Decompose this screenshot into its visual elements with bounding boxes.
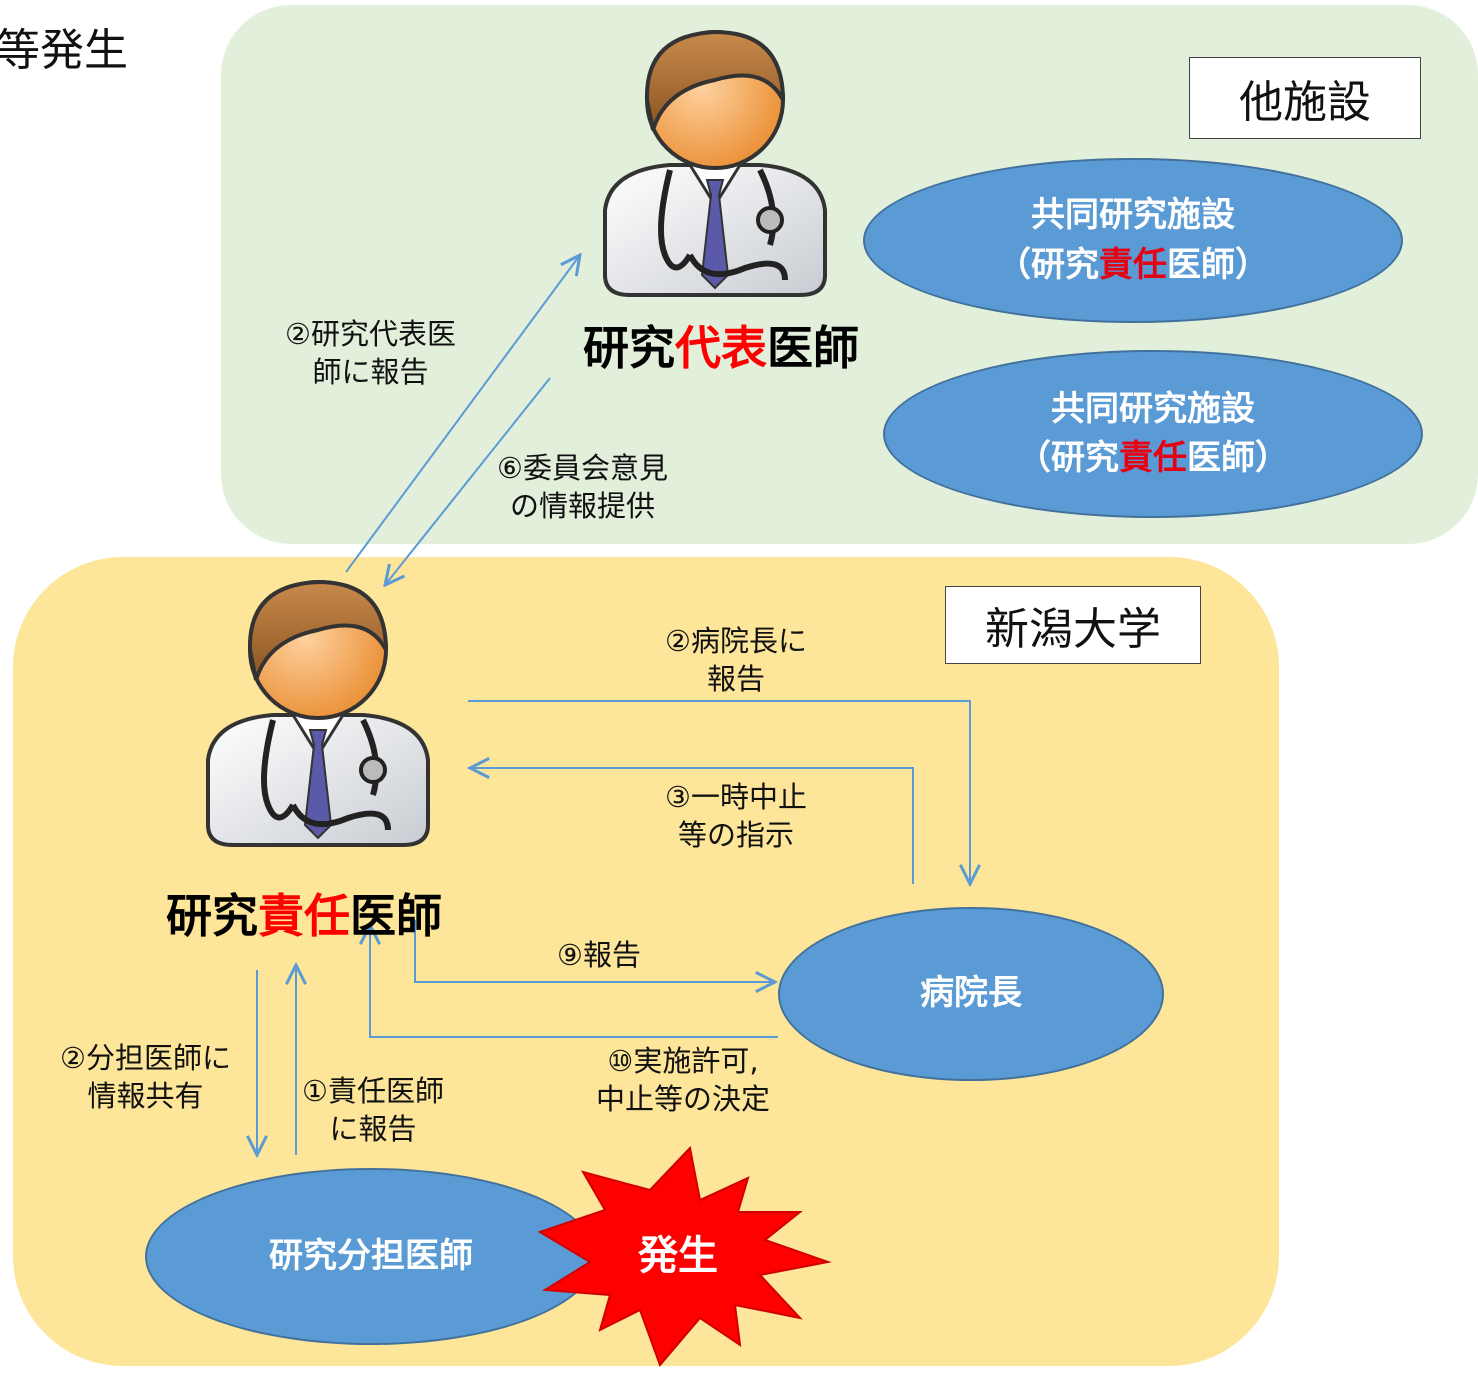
hospital-director-ellipse: 病院長	[778, 907, 1164, 1081]
occurrence-starburst-icon	[537, 1145, 832, 1367]
arrow-report-to-director	[468, 700, 970, 884]
occurrence-label: 発生	[638, 1233, 718, 1279]
arrow-suspend-instruction	[470, 768, 914, 884]
responsible-doctor-figure-icon	[206, 579, 430, 847]
sub-doctor-ellipse: 研究分担医師	[145, 1168, 597, 1345]
collab-facility-ellipse-2: 共同研究施設 （研究責任医師）	[883, 350, 1423, 518]
note-report-lead: ②研究代表医師に報告	[285, 317, 456, 389]
note-share-sub: ②分担医師に情報共有	[60, 1041, 231, 1113]
note-report-director: ②病院長に報告	[665, 624, 807, 696]
niigata-university-label: 新潟大学	[945, 586, 1201, 664]
collab-1-line1: 共同研究施設	[1031, 195, 1235, 236]
note-decision-10: ⑩実施許可,中止等の決定	[596, 1044, 771, 1116]
sub-doctor-label: 研究分担医師	[269, 1235, 473, 1276]
arrow-report-to-lead	[345, 255, 580, 573]
note-report-9: ⑨報告	[557, 938, 641, 972]
responsible-doctor-title: 研究責任医師	[166, 889, 442, 943]
note-committee-info: ⑥委員会意見の情報提供	[497, 451, 668, 523]
arrow-report-9	[414, 920, 775, 982]
collab-2-line1: 共同研究施設	[1051, 388, 1255, 429]
arrow-decision-10	[370, 925, 778, 1038]
niigata-university-label-text: 新潟大学	[985, 604, 1161, 655]
lead-doctor-title: 研究代表医師	[583, 321, 859, 375]
collab-facility-ellipse-1: 共同研究施設 （研究責任医師）	[863, 158, 1403, 323]
collab-2-line2: （研究責任医師）	[1017, 438, 1289, 478]
other-facility-label-text: 他施設	[1239, 77, 1371, 128]
other-facility-label: 他施設	[1189, 57, 1421, 139]
hospital-director-label: 病院長	[920, 973, 1022, 1014]
note-suspend-instruction: ③一時中止等の指示	[665, 780, 807, 852]
lead-doctor-figure-icon	[603, 29, 827, 297]
collab-1-line2: （研究責任医師）	[997, 244, 1269, 285]
arrow-committee-info	[385, 377, 551, 585]
heading-fragment: 等発生	[0, 25, 128, 76]
note-report-responsible: ①責任医師に報告	[302, 1074, 444, 1146]
